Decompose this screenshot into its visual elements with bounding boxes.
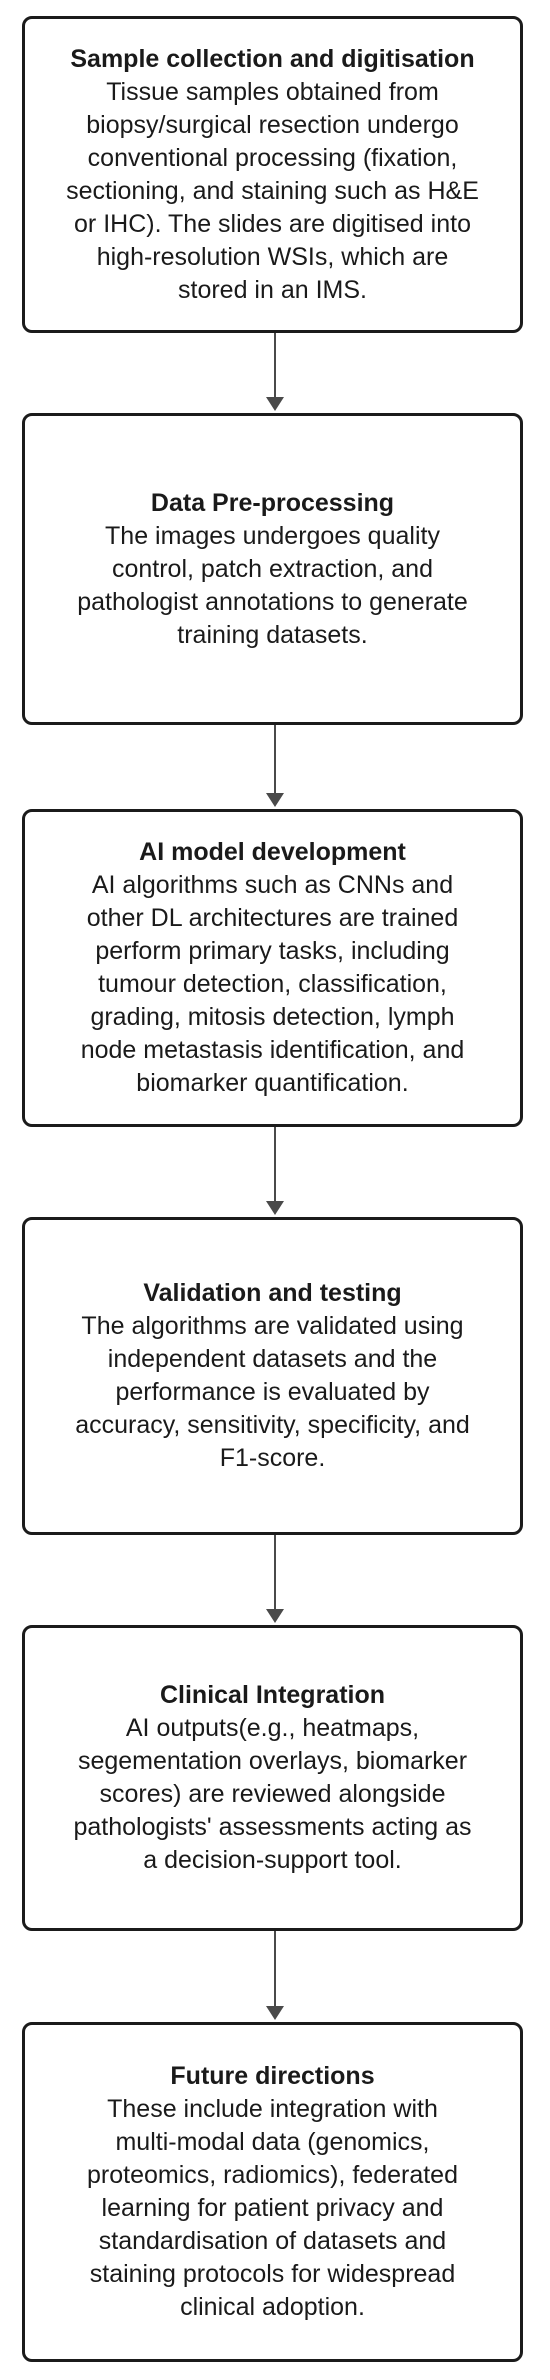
- flow-arrow: [263, 1535, 287, 1625]
- step-title: Data Pre-processing: [150, 488, 395, 517]
- step-box-data-preprocessing: Data Pre-processing The images undergoes…: [22, 413, 523, 725]
- step-description: AI outputs(e.g., heatmaps, segementation…: [73, 1714, 472, 1874]
- step-description: AI algorithms such as CNNs and other DL …: [80, 871, 465, 1097]
- step-title: Sample collection and digitisation: [70, 44, 475, 73]
- step-box-ai-model-development: AI model development AI algorithms such …: [22, 809, 523, 1127]
- flow-arrow: [263, 725, 287, 809]
- step-description: The algorithms are validated using indep…: [75, 1312, 470, 1472]
- flow-arrow: [263, 1931, 287, 2022]
- step-description: Tissue samples obtained from biopsy/surg…: [66, 77, 479, 304]
- step-box-sample-collection: Sample collection and digitisation Tissu…: [22, 16, 523, 333]
- step-title: Validation and testing: [143, 1279, 402, 1307]
- step-box-validation-testing: Validation and testing The algorithms ar…: [22, 1217, 523, 1535]
- step-description: The images undergoes quality control, pa…: [77, 521, 468, 649]
- step-title: AI model development: [139, 838, 406, 866]
- step-box-clinical-integration: Clinical Integration AI outputs(e.g., he…: [22, 1625, 523, 1931]
- flow-arrow: [263, 1127, 287, 1217]
- step-description: These include integration with multi-mod…: [87, 2095, 458, 2321]
- flow-arrow: [263, 333, 287, 413]
- step-box-future-directions: Future directions These include integrat…: [22, 2022, 523, 2362]
- step-title: Clinical Integration: [159, 1681, 386, 1709]
- step-title: Future directions: [170, 2062, 375, 2090]
